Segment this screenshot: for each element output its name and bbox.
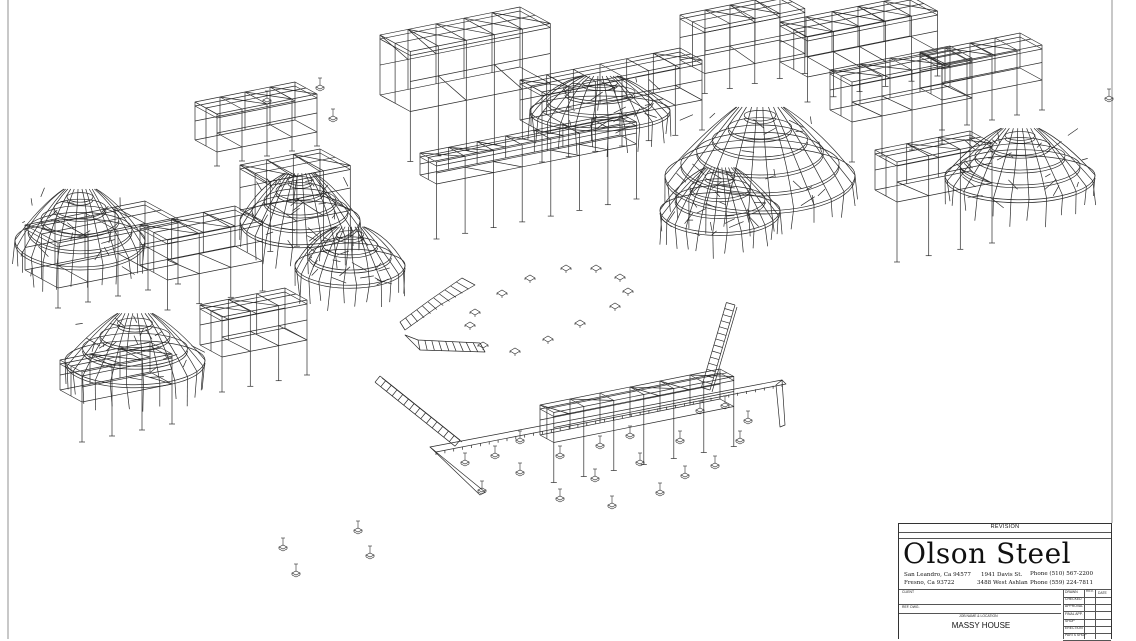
company-logo-text: Olson Steel <box>903 540 1071 568</box>
frame-box <box>680 0 808 94</box>
client-label: CLIENT <box>902 591 914 594</box>
title-block: REVISION Olson Steel San Leandro, Ca 945… <box>898 523 1112 639</box>
ref-dwg-label: REF. DWG. <box>902 606 920 609</box>
dome-truss <box>13 188 146 292</box>
footing-detail <box>608 496 616 509</box>
base-plate <box>465 322 475 330</box>
office1-phone: Phone (510) 567-2200 <box>1030 572 1093 578</box>
job-name: MASSY HOUSE <box>899 622 1063 630</box>
office1-street: 1941 Davis St. <box>981 573 1022 579</box>
footing-detail <box>596 436 604 449</box>
isolated-footing <box>366 546 374 559</box>
job-name-label: JOB NAME & LOCATION <box>959 615 998 618</box>
approval-cell-6: PARTS SHOP <box>1065 634 1087 637</box>
base-plate <box>615 274 625 282</box>
isolated-footing <box>329 109 337 122</box>
base-plate <box>543 336 553 344</box>
footing-detail <box>744 411 752 424</box>
footing-detail <box>636 453 644 466</box>
frame-box <box>60 342 175 442</box>
frame-box <box>140 206 266 310</box>
rev-col-header: REV. <box>1086 590 1094 593</box>
footing-detail <box>656 483 664 496</box>
approval-cell-2: APPROVAL <box>1065 605 1083 608</box>
footing-detail <box>491 446 499 459</box>
isolated-footing <box>279 538 287 551</box>
approval-cell-0: DRAWN <box>1065 591 1078 594</box>
footing-detail <box>516 463 524 476</box>
frame-box <box>920 33 1045 130</box>
isolated-footing <box>316 78 324 91</box>
approval-cell-5: ERECTION <box>1065 627 1083 630</box>
frame-box <box>420 113 640 239</box>
footing-detail <box>591 469 599 482</box>
office1-city: San Leandro, Ca 94577 <box>904 573 971 579</box>
spiral-stair <box>400 278 485 352</box>
base-plate <box>525 275 535 283</box>
base-plate <box>575 320 585 328</box>
footing-detail <box>461 453 469 466</box>
footing-detail <box>711 456 719 469</box>
footing-detail <box>696 401 704 414</box>
upper-right-ladder <box>701 303 737 393</box>
dome-truss <box>945 128 1096 227</box>
approval-cell-4: SHOP <box>1065 620 1075 623</box>
base-plate <box>591 265 601 273</box>
lower-left-ladder <box>375 376 462 446</box>
frame-box <box>195 82 320 166</box>
revision-label: REVISION <box>899 525 1111 531</box>
office2-phone: Phone (559) 224-7811 <box>1030 581 1093 587</box>
structural-frames <box>13 0 1096 495</box>
footing-detail <box>676 431 684 444</box>
base-plate <box>470 309 480 317</box>
footing-detail <box>721 396 729 409</box>
footing-detail <box>681 466 689 479</box>
isolated-footing <box>292 564 300 577</box>
base-plate <box>561 265 571 273</box>
office2-city: Fresno, Ca 93722 <box>904 581 954 587</box>
dome-truss <box>528 76 671 157</box>
frame-box <box>200 288 310 392</box>
footing-detail <box>556 489 564 502</box>
footing-detail <box>736 431 744 444</box>
footing-detail <box>516 431 524 444</box>
isolated-footing <box>354 521 362 534</box>
base-plate <box>623 288 633 296</box>
approval-cell-1: CHECKED <box>1065 598 1082 601</box>
approval-cell-3: FINAL APP. <box>1065 613 1083 616</box>
office2-street: 3488 West Ashlan <box>977 581 1028 587</box>
footing-detail <box>556 446 564 459</box>
base-plate <box>510 348 520 356</box>
dome-truss <box>660 168 782 259</box>
base-plate <box>610 303 620 311</box>
base-plate <box>497 290 507 298</box>
dome-truss <box>65 313 205 411</box>
date-col-header: DATE <box>1098 592 1107 595</box>
